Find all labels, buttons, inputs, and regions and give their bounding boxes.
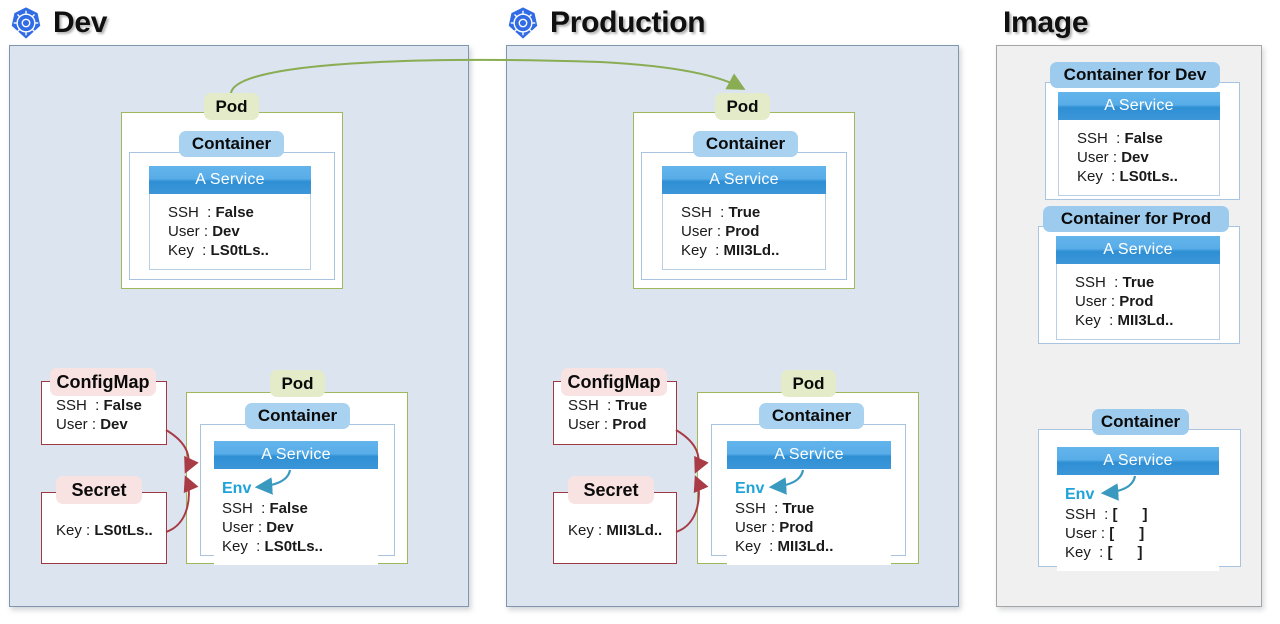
dev-bottom-pod-tag[interactable]: Pod <box>270 370 325 397</box>
dev-top-pod-tag[interactable]: Pod <box>204 93 259 120</box>
service-row: User : Dev <box>168 223 240 240</box>
configmap-row: SSH : True <box>568 397 648 414</box>
prod-top-pod-tag[interactable]: Pod <box>715 93 770 120</box>
service-row: User : Dev <box>222 519 294 536</box>
env-label: Env <box>735 480 765 497</box>
image-prod-service-body: SSH : True User : Prod Key : MII3Ld.. <box>1056 264 1220 340</box>
service-row: Key : MII3Ld.. <box>681 242 780 259</box>
service-row: User : Prod <box>681 223 760 240</box>
production-section-title: Production <box>506 6 706 40</box>
dev-bottom-service-body: Env SSH : False User : Dev Key : LS0tLs.… <box>214 469 378 565</box>
dev-top-service-card: A Service SSH : False User : Dev Key : L… <box>149 166 311 270</box>
image-template-service-title: A Service <box>1057 447 1219 475</box>
service-row: SSH : True <box>1075 274 1155 291</box>
dev-bottom-service-card: A Service Env SSH : False User : Dev Key… <box>214 441 378 565</box>
service-row: User : Prod <box>735 519 814 536</box>
prod-bottom-service-card: A Service Env SSH : True User : Prod Key… <box>727 441 891 565</box>
secret-row: Key : LS0tLs.. <box>56 522 153 539</box>
env-label: Env <box>1065 486 1095 503</box>
service-row: Key : [ ] <box>1065 544 1143 561</box>
image-template-service-body: Env SSH : [ ] User : [ ] Key : [ ] <box>1057 475 1219 571</box>
service-row: Key : MII3Ld.. <box>735 538 834 555</box>
prod-top-container-tag[interactable]: Container <box>693 131 798 157</box>
production-title-text: Production <box>550 6 706 39</box>
prod-top-service-title: A Service <box>662 166 826 194</box>
prod-secret-tag[interactable]: Secret <box>568 476 654 504</box>
prod-secret-box[interactable]: Key : MII3Ld.. <box>553 492 677 564</box>
configmap-row: User : Prod <box>568 416 647 433</box>
image-container-prod-tag[interactable]: Container for Prod <box>1043 206 1229 232</box>
kubernetes-icon <box>11 7 41 39</box>
dev-bottom-container-tag[interactable]: Container <box>245 403 350 429</box>
prod-top-service-body: SSH : True User : Prod Key : MII3Ld.. <box>662 194 826 270</box>
secret-row: Key : MII3Ld.. <box>568 522 663 539</box>
image-container-dev-service: A Service SSH : False User : Dev Key : L… <box>1058 92 1220 196</box>
configmap-row: SSH : False <box>56 397 142 414</box>
prod-bottom-pod-tag[interactable]: Pod <box>781 370 836 397</box>
dev-top-service-title: A Service <box>149 166 311 194</box>
dev-secret-box[interactable]: Key : LS0tLs.. <box>41 492 167 564</box>
image-title-text: Image <box>1003 6 1089 39</box>
service-row: SSH : True <box>735 500 815 517</box>
image-prod-service-title: A Service <box>1056 236 1220 264</box>
service-row: SSH : False <box>222 500 308 517</box>
service-row: Key : MII3Ld.. <box>1075 312 1174 329</box>
env-label: Env <box>222 480 252 497</box>
prod-configmap-tag[interactable]: ConfigMap <box>561 368 667 396</box>
dev-section-title: Dev <box>9 6 107 40</box>
prod-bottom-service-title: A Service <box>727 441 891 469</box>
configmap-row: User : Dev <box>56 416 128 433</box>
dev-top-container-tag[interactable]: Container <box>179 131 284 157</box>
service-row: SSH : False <box>168 204 254 221</box>
prod-bottom-container-tag[interactable]: Container <box>759 403 864 429</box>
dev-top-service-body: SSH : False User : Dev Key : LS0tLs.. <box>149 194 311 270</box>
image-section-title: Image <box>1003 6 1089 40</box>
service-row: User : Prod <box>1075 293 1154 310</box>
service-row: SSH : True <box>681 204 761 221</box>
service-row: SSH : [ ] <box>1065 506 1148 523</box>
prod-bottom-service-body: Env SSH : True User : Prod Key : MII3Ld.… <box>727 469 891 565</box>
prod-top-service-card: A Service SSH : True User : Prod Key : M… <box>662 166 826 270</box>
service-row: Key : LS0tLs.. <box>1077 168 1178 185</box>
image-container-dev-tag[interactable]: Container for Dev <box>1050 62 1220 88</box>
service-row: Key : LS0tLs.. <box>168 242 269 259</box>
image-dev-service-body: SSH : False User : Dev Key : LS0tLs.. <box>1058 120 1220 196</box>
kubernetes-icon <box>508 7 538 39</box>
image-dev-service-title: A Service <box>1058 92 1220 120</box>
dev-secret-tag[interactable]: Secret <box>56 476 142 504</box>
image-container-template-service: A Service Env SSH : [ ] User : [ ] Key :… <box>1057 447 1219 571</box>
service-row: User : Dev <box>1077 149 1149 166</box>
image-container-prod-service: A Service SSH : True User : Prod Key : M… <box>1056 236 1220 340</box>
dev-bottom-service-title: A Service <box>214 441 378 469</box>
dev-configmap-tag[interactable]: ConfigMap <box>50 368 156 396</box>
service-row: Key : LS0tLs.. <box>222 538 323 555</box>
service-row: User : [ ] <box>1065 525 1145 542</box>
service-row: SSH : False <box>1077 130 1163 147</box>
dev-title-text: Dev <box>53 6 108 39</box>
image-container-template-tag[interactable]: Container <box>1092 409 1189 435</box>
